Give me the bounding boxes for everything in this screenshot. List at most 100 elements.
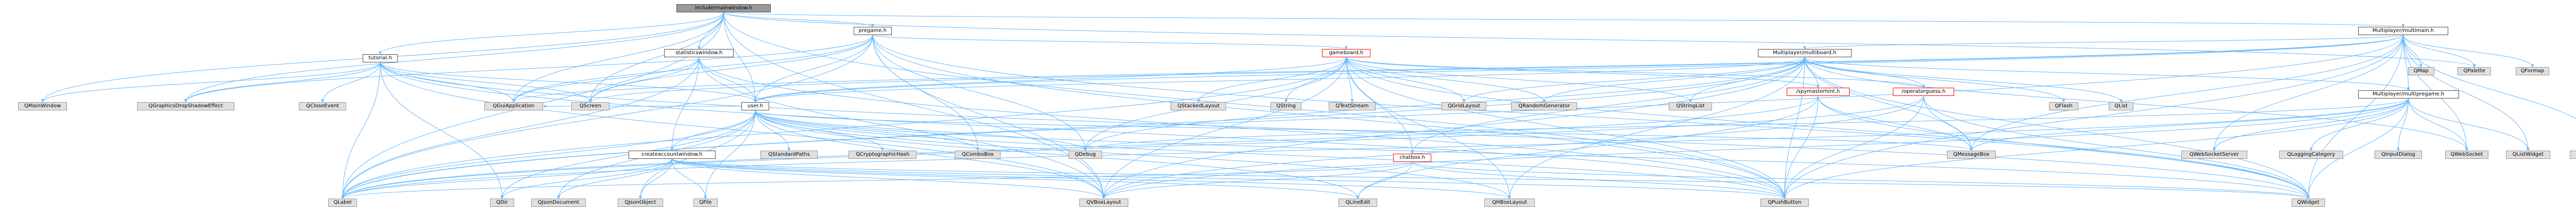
node-qwebsocket[interactable]: QWebSocket xyxy=(2445,151,2488,159)
edge-mainwindow-to-mpmain xyxy=(723,12,2404,27)
edge-mpmain-to-QWebSocketServer xyxy=(2212,35,2404,151)
node-qpushbutton[interactable]: QPushButton xyxy=(1760,199,1809,207)
edge-mpboard-to-QVBoxLayout xyxy=(1102,57,1805,199)
node-mpboard[interactable]: Multiplayer/multiboard.h xyxy=(1757,49,1852,57)
node-qinputdialog[interactable]: QInputDialog xyxy=(2375,151,2422,159)
edge-gameboard-to-QWidget xyxy=(1346,57,2310,199)
edge-createaccount-to-QWidget xyxy=(671,158,2310,199)
node-chatbox[interactable]: chatbox.h xyxy=(1393,154,1432,162)
node-qcombobox[interactable]: QComboBox xyxy=(955,151,1001,159)
edge-mpmain-to-QMessageBox xyxy=(1970,35,2404,151)
node-qstandardpaths[interactable]: QStandardPaths xyxy=(760,151,818,159)
node-qhboxlayout[interactable]: QHBoxLayout xyxy=(1484,199,1535,207)
node-qlistwidget[interactable]: QListWidget xyxy=(2505,151,2551,159)
edge-gameboard-to-QLabel xyxy=(341,57,1347,199)
edge-pregame-to-QGuiApplication xyxy=(512,35,873,103)
node-qstringlist[interactable]: QStringList xyxy=(1669,102,1712,110)
node-qjsonobject[interactable]: QJsonObject xyxy=(618,199,663,207)
edge-createaccount-to-QLabel xyxy=(341,158,672,199)
node-qgridlayout[interactable]: QGridLayout xyxy=(1441,102,1487,110)
edge-mpboard-to-QFlash xyxy=(1804,57,2065,103)
edge-mpmain-to-mpboard xyxy=(1803,35,2404,50)
edge-chatbox-to-QLabel xyxy=(341,161,1413,199)
edge-statistics-to-QGuiApplication xyxy=(512,57,700,103)
edge-gameboard-to-user xyxy=(754,57,1347,103)
edge-mppregame-to-QWidget xyxy=(2307,98,2409,199)
edge-mpmain-to-QNetworkInterface xyxy=(2403,35,2576,119)
edge-mpboard-to-QHBoxLayout xyxy=(1508,57,1805,199)
node-qmainwindow[interactable]: QMainWindow xyxy=(18,102,67,110)
node-qguiapplication[interactable]: QGuiApplication xyxy=(484,102,544,110)
edge-mppregame-to-QPushButton xyxy=(1783,98,2409,199)
edge-spymaster-to-QMessageBox xyxy=(1818,95,1973,151)
edge-gameboard-to-operatorguess xyxy=(1346,57,1925,88)
node-qstring[interactable]: QString xyxy=(1270,102,1302,110)
node-qjsondocument[interactable]: QJsonDocument xyxy=(531,199,586,207)
edge-user-to-QComboBox xyxy=(755,110,979,151)
node-tutorial[interactable]: tutorial.h xyxy=(363,54,398,62)
node-gameboard[interactable]: gameboard.h xyxy=(1321,49,1371,57)
edge-pregame-to-QVBoxLayout xyxy=(872,35,1106,199)
node-operatorguess[interactable]: /operatorguess.h xyxy=(1893,88,1955,96)
edge-user-to-QDebug xyxy=(755,110,1087,151)
node-qmessagebox[interactable]: QMessageBox xyxy=(1947,151,1996,159)
edge-mppregame-to-QListWidget xyxy=(2408,98,2530,151)
edge-statistics-to-createaccount xyxy=(670,57,700,151)
edge-tutorial-to-QWidget xyxy=(380,62,2310,199)
node-statistics[interactable]: statisticswindow.h xyxy=(664,49,734,57)
edge-mpboard-to-QWebSocket xyxy=(1804,57,2468,151)
node-qscreen[interactable]: QScreen xyxy=(571,102,609,110)
node-qstackedlayout[interactable]: QStackedLayout xyxy=(1171,102,1227,110)
edge-tutorial-to-QPushButton xyxy=(380,62,1786,199)
node-qfile[interactable]: QFile xyxy=(693,199,718,207)
node-qtextstream[interactable]: QTextStream xyxy=(1328,102,1376,110)
edge-chatbox-to-QPushButton xyxy=(1412,161,1786,199)
edge-mainwindow-to-pregame xyxy=(723,12,874,27)
edge-gameboard-to-QStringList xyxy=(1346,57,1692,103)
edge-pregame-to-QWidget xyxy=(872,35,2310,199)
node-qwebsocketserver[interactable]: QWebSocketServer xyxy=(2181,151,2247,159)
node-mainwindow[interactable]: include/mainwindow.h xyxy=(676,4,771,12)
node-qgraphicsdropshadoweffect[interactable]: QGraphicsDropShadowEffect xyxy=(137,102,234,110)
node-qrandomgenerator[interactable]: QRandomGenerator xyxy=(1511,102,1578,110)
node-qdir[interactable]: QDir xyxy=(489,199,515,207)
node-qlineedit[interactable]: QLineEdit xyxy=(1338,199,1378,207)
node-qnetworkinterface[interactable]: QNetworkInterface xyxy=(2569,151,2576,159)
node-qlist[interactable]: QList xyxy=(2109,102,2133,110)
edge-mppregame-to-QWebSocketServer xyxy=(2212,98,2409,151)
edge-mpboard-to-QLabel xyxy=(341,57,1805,199)
node-mpmain[interactable]: Multiplayer/multimain.h xyxy=(2358,27,2449,35)
edge-mainwindow-to-QVBoxLayout xyxy=(723,12,1106,199)
node-qflash[interactable]: QFlash xyxy=(2049,102,2079,110)
node-qcryptographichash[interactable]: QCryptographicHash xyxy=(849,151,917,159)
edge-mainwindow-to-tutorial xyxy=(379,12,724,55)
node-qformap[interactable]: QFormap xyxy=(2516,67,2549,75)
node-spymaster[interactable]: /spymasterhint.h xyxy=(1787,88,1850,96)
edge-tutorial-to-QGuiApplication xyxy=(380,62,515,103)
node-mppregame[interactable]: Multiplayer/multipregame.h xyxy=(2358,90,2459,99)
node-qloggingcategory[interactable]: QLoggingCategory xyxy=(2279,151,2343,159)
edge-operatorguess-to-QPushButton xyxy=(1783,95,1924,199)
node-user[interactable]: user.h xyxy=(741,102,770,110)
node-createaccount[interactable]: createaccountwindow.h xyxy=(628,151,716,159)
edge-user-to-QPushButton xyxy=(755,110,1786,199)
edge-spymaster-to-QLineEdit xyxy=(1356,95,1819,199)
edge-mppregame-to-QVBoxLayout xyxy=(1102,98,2409,199)
edge-mainwindow-to-QPalette xyxy=(723,12,2476,68)
node-qcloseevent[interactable]: QCloseEvent xyxy=(299,102,346,110)
node-qlabel[interactable]: QLabel xyxy=(328,199,358,207)
edge-mpboard-to-mppregame xyxy=(1804,57,2410,91)
edge-chatbox-to-QLineEdit xyxy=(1356,161,1413,199)
node-pregame[interactable]: pregame.h xyxy=(853,27,892,35)
edge-gameboard-to-QRandomGenerator xyxy=(1346,57,1546,103)
node-qmap[interactable]: QMap xyxy=(2408,67,2434,75)
node-qpalette[interactable]: QPalette xyxy=(2458,67,2492,75)
node-qwidget[interactable]: QWidget xyxy=(2291,199,2325,207)
edge-mpmain-to-QFormap xyxy=(2403,35,2534,68)
edge-operatorguess-to-QMessageBox xyxy=(1923,95,1973,151)
node-qdebug[interactable]: QDebug xyxy=(1069,151,1102,159)
edge-tutorial-to-QLabel xyxy=(341,62,381,199)
node-qvboxlayout[interactable]: QVBoxLayout xyxy=(1079,199,1128,207)
edge-createaccount-to-QLineEdit xyxy=(671,158,1360,199)
